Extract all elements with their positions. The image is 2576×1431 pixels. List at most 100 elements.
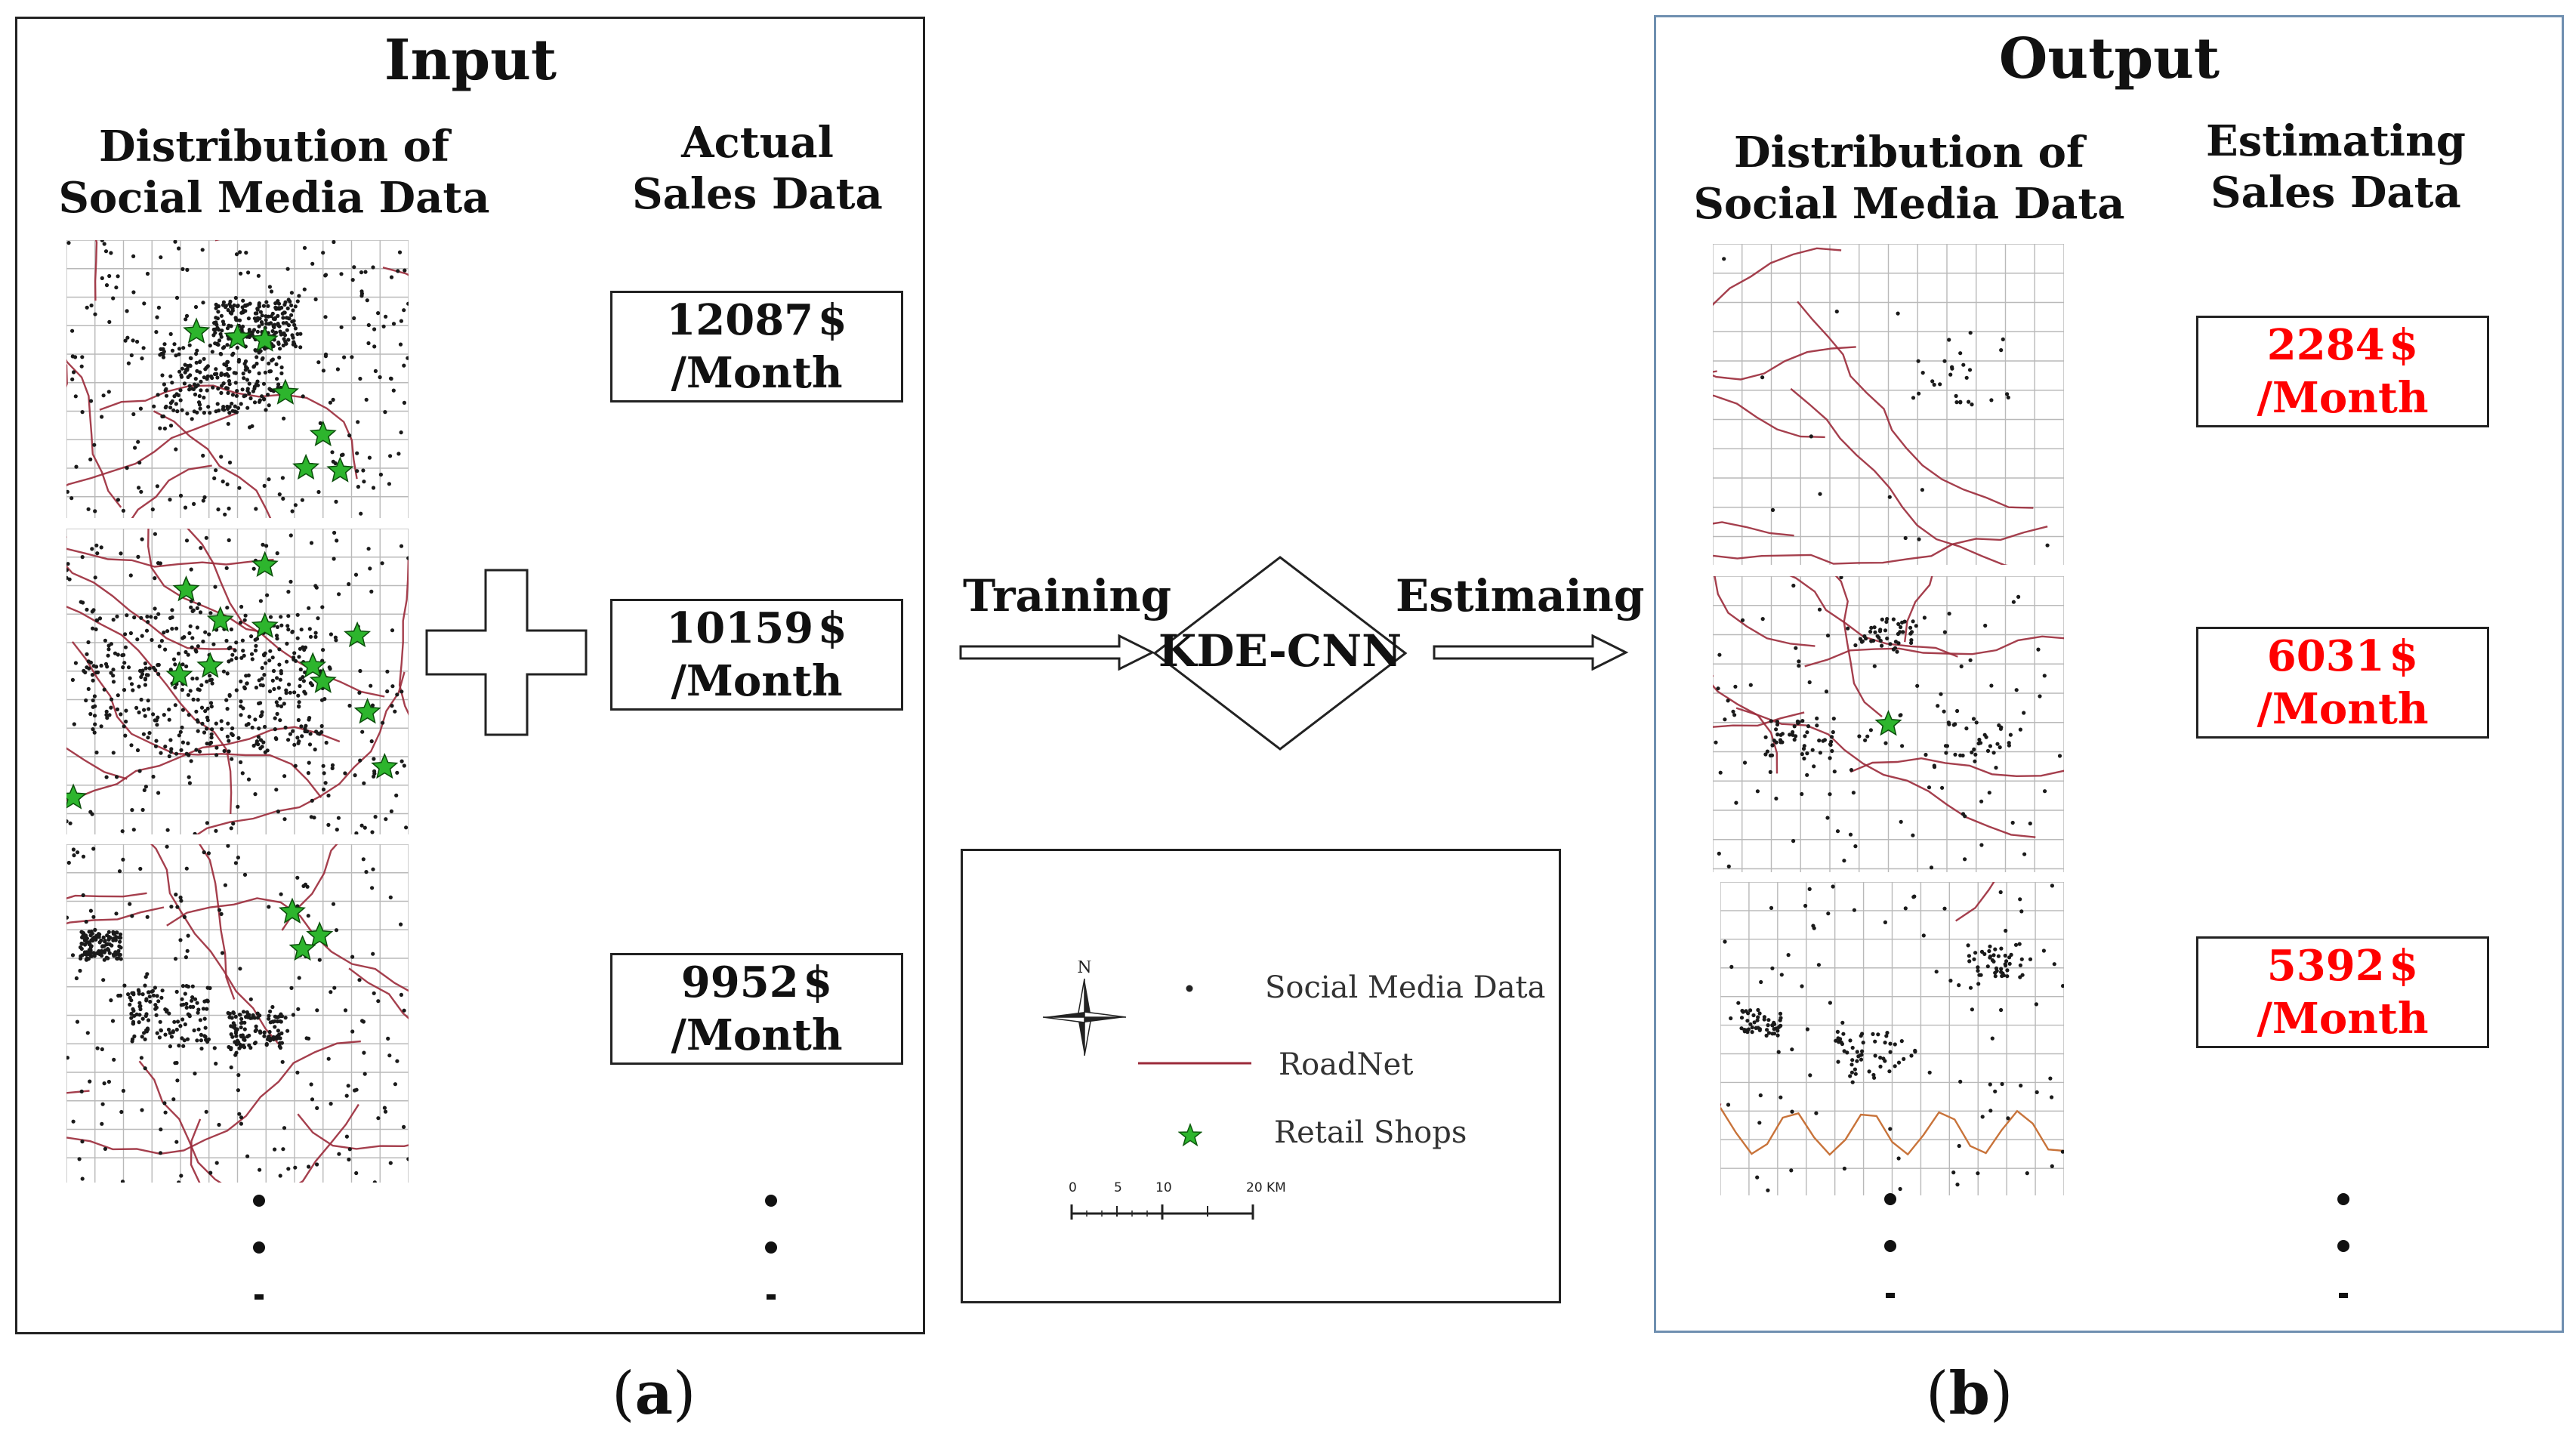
input-distribution-line1: Distribution of [98, 122, 450, 171]
output-sales-value-2: 6031 [2266, 631, 2385, 681]
output-sales-line2: Sales Data [2210, 168, 2461, 217]
social-media-points [66, 844, 409, 1183]
input-ellipsis-right [765, 1195, 777, 1300]
estimating-arrow [1433, 634, 1629, 671]
output-sales-unit-1: /Month [2257, 373, 2429, 423]
caption-b-open: ( [1926, 1360, 1949, 1428]
retail-shop-stars [183, 317, 354, 483]
retail-shop-star-icon [309, 667, 337, 693]
star-icon [1178, 1123, 1202, 1147]
retail-shop-star-icon [271, 378, 299, 405]
retail-shop-star-icon [371, 752, 399, 779]
retail-shop-star-icon [165, 661, 193, 687]
output-sales-currency-3: $ [2389, 941, 2419, 991]
caption-a-letter: a [634, 1359, 673, 1428]
output-map-2-svg [1713, 576, 2064, 872]
input-sales-line1: Actual [681, 118, 834, 168]
retail-shop-stars [66, 551, 399, 810]
north-label: N [1077, 961, 1091, 977]
output-map-3 [1720, 882, 2064, 1195]
output-sales-currency-1: $ [2389, 320, 2419, 370]
output-sales-box-3: 5392 $ /Month [2196, 936, 2489, 1048]
retail-shop-star-icon [251, 325, 279, 352]
output-ellipsis-right [2337, 1193, 2349, 1298]
training-label: Training [963, 570, 1172, 621]
output-map-3-svg [1720, 882, 2064, 1195]
social-media-points [1723, 884, 2064, 1192]
model-label: KDE-CNN [1158, 625, 1402, 677]
output-map-2 [1713, 576, 2064, 872]
scale-tick-0: 0 [1069, 1180, 1077, 1195]
retail-shop-star-icon [353, 698, 381, 724]
road-network [1720, 882, 2064, 1156]
point-icon [1186, 985, 1193, 992]
retail-shop-star-icon [309, 420, 337, 447]
input-map-2 [66, 529, 409, 834]
output-distribution-header: Distribution of Social Media Data [1683, 127, 2136, 230]
output-map-1-svg [1713, 244, 2064, 565]
line-icon [1138, 1062, 1251, 1065]
legend-roadnet-label: RoadNet [1279, 1047, 1414, 1082]
legend-box: N Social Media Data RoadNet Retail Shops… [961, 849, 1561, 1303]
input-map-1 [66, 240, 409, 518]
output-sales-header: Estimating Sales Data [2185, 116, 2487, 218]
retail-shop-star-icon [172, 575, 200, 602]
output-ellipsis-left [1884, 1193, 1896, 1298]
road-network [1713, 576, 2064, 838]
retail-shop-stars [278, 897, 334, 961]
input-sales-line2: Sales Data [632, 169, 883, 219]
input-sales-value-2: 10159 [666, 603, 814, 653]
output-sales-box-2: 6031 $ /Month [2196, 627, 2489, 739]
retail-shop-star-icon [206, 606, 234, 632]
retail-shop-stars [1874, 710, 1902, 736]
input-map-3-svg [66, 844, 409, 1183]
retail-shop-star-icon [66, 783, 88, 810]
scale-tick-10: 10 [1155, 1180, 1172, 1195]
caption-a-close: ) [672, 1360, 696, 1428]
input-map-2-svg [66, 529, 409, 834]
social-media-points [1714, 576, 2062, 870]
input-distribution-line2: Social Media Data [58, 173, 490, 223]
input-map-1-svg [66, 240, 409, 518]
retail-shop-star-icon [196, 652, 224, 678]
input-sales-box-2: 10159 $ /Month [610, 599, 903, 711]
retail-shop-star-icon [306, 921, 334, 948]
training-arrow [959, 634, 1155, 671]
input-sales-unit-1: /Month [671, 348, 843, 398]
north-arrow-icon: N [1042, 961, 1127, 1056]
grid-lines [1713, 244, 2064, 565]
caption-a: (a) [612, 1359, 696, 1428]
grid-lines [1720, 882, 2064, 1195]
retail-shop-star-icon [1874, 710, 1902, 736]
output-title: Output [1998, 26, 2220, 91]
caption-b: (b) [1926, 1359, 2013, 1428]
output-sales-value-3: 5392 [2266, 941, 2385, 991]
caption-b-close: ) [1989, 1360, 2013, 1428]
input-sales-box-1: 12087 $ /Month [610, 291, 903, 402]
retail-shop-star-icon [278, 897, 306, 924]
caption-a-open: ( [612, 1360, 635, 1428]
output-distribution-line1: Distribution of [1733, 128, 2085, 177]
retail-shop-star-icon [251, 612, 279, 638]
output-distribution-line2: Social Media Data [1693, 179, 2125, 229]
retail-shop-star-icon [224, 322, 251, 350]
road-network [1713, 247, 2048, 565]
input-sales-box-3: 9952 $ /Month [610, 953, 903, 1065]
input-sales-header: Actual Sales Data [606, 117, 909, 220]
input-panel: Input Distribution of Social Media Data … [15, 17, 925, 1334]
input-sales-currency-3: $ [803, 958, 833, 1007]
road-network [66, 844, 409, 1183]
input-ellipsis-left [253, 1195, 265, 1300]
estimating-label: Estimaing [1396, 570, 1645, 621]
output-sales-currency-2: $ [2389, 631, 2419, 681]
retail-shop-star-icon [344, 621, 372, 648]
social-media-points [1722, 257, 2050, 547]
retail-shop-star-icon [299, 652, 327, 678]
input-distribution-header: Distribution of Social Media Data [44, 121, 504, 224]
input-sales-currency-1: $ [817, 295, 847, 345]
scale-bar [1070, 1204, 1254, 1220]
retail-shop-star-icon [251, 551, 279, 577]
retail-shop-star-icon [288, 934, 316, 961]
input-title: Input [384, 28, 557, 93]
input-sales-unit-2: /Month [671, 656, 843, 706]
